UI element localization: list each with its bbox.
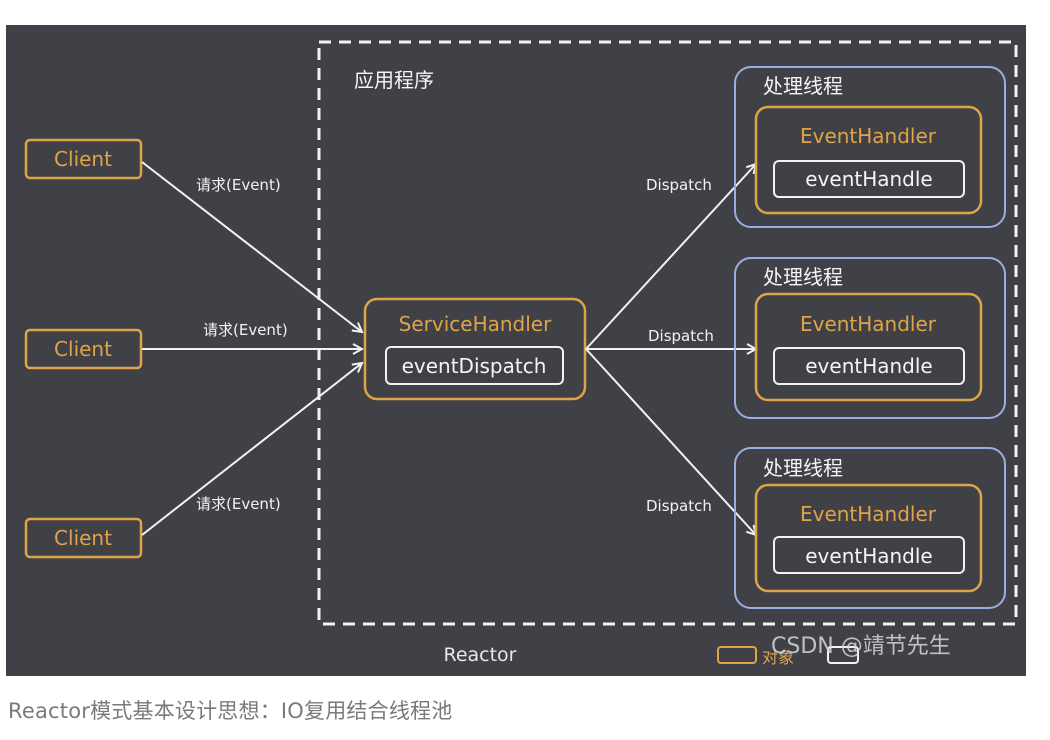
thread-2-method-label: eventHandle <box>805 354 933 378</box>
request-label-3: 请求(Event) <box>196 495 281 513</box>
thread-1-title: 处理线程 <box>763 74 843 98</box>
legend-object-swatch <box>717 646 757 664</box>
dispatch-label-3: Dispatch <box>646 497 712 515</box>
thread-1-method-label: eventHandle <box>805 167 933 191</box>
csdn-watermark: CSDN @靖节先生 <box>771 634 951 659</box>
request-label-2: 请求(Event) <box>203 321 288 339</box>
client-1: Client <box>24 138 143 180</box>
client-2: Client <box>24 328 143 370</box>
client-1-label: Client <box>54 147 112 171</box>
diagram-canvas: 应用程序 Client Client Client 请求(Event) 请求(E… <box>24 40 1018 667</box>
application-region <box>317 40 1018 626</box>
legend: 对象 <box>717 646 859 667</box>
thread-3-method-box <box>773 536 965 574</box>
dispatch-arrow-1 <box>585 164 756 350</box>
service-handler: ServiceHandler eventDispatch <box>363 297 587 401</box>
thread-2-title: 处理线程 <box>763 265 843 289</box>
thread-2-method-box <box>773 347 965 385</box>
request-arrow-3 <box>141 363 362 536</box>
thread-3-title: 处理线程 <box>763 456 843 480</box>
request-label-1: 请求(Event) <box>196 176 281 194</box>
dispatch-arrow-3 <box>585 348 756 535</box>
legend-object-label: 对象 <box>762 648 794 667</box>
thread-3-method-label: eventHandle <box>805 544 933 568</box>
dispatch-label-1: Dispatch <box>646 176 712 194</box>
thread-1-method-box <box>773 160 965 198</box>
event-dispatch-label: eventDispatch <box>402 354 547 378</box>
thread-2-handler-title: EventHandler <box>800 312 937 336</box>
thread-3-handler-title: EventHandler <box>800 502 937 526</box>
legend-method-swatch <box>827 646 859 664</box>
figure-caption: Reactor模式基本设计思想：IO复用结合线程池 <box>8 699 453 723</box>
application-label: 应用程序 <box>354 68 434 92</box>
thread-3: 处理线程 EventHandler eventHandle <box>734 447 1006 609</box>
reactor-label: Reactor <box>443 644 516 666</box>
thread-1: 处理线程 EventHandler eventHandle <box>734 66 1006 228</box>
event-dispatch-box <box>385 346 564 385</box>
client-2-label: Client <box>54 337 112 361</box>
service-handler-title: ServiceHandler <box>399 312 552 336</box>
reactor-diagram: 应用程序 Client Client Client 请求(Event) 请求(E… <box>6 25 1026 676</box>
dispatch-label-2: Dispatch <box>648 327 714 345</box>
client-3: Client <box>24 517 143 559</box>
thread-3-event-handler <box>754 483 983 593</box>
thread-1-event-handler <box>754 105 983 215</box>
thread-2-event-handler <box>754 292 983 402</box>
request-arrow-1 <box>141 161 362 332</box>
client-3-label: Client <box>54 526 112 550</box>
thread-2: 处理线程 EventHandler eventHandle <box>734 257 1006 419</box>
thread-1-handler-title: EventHandler <box>800 124 937 148</box>
